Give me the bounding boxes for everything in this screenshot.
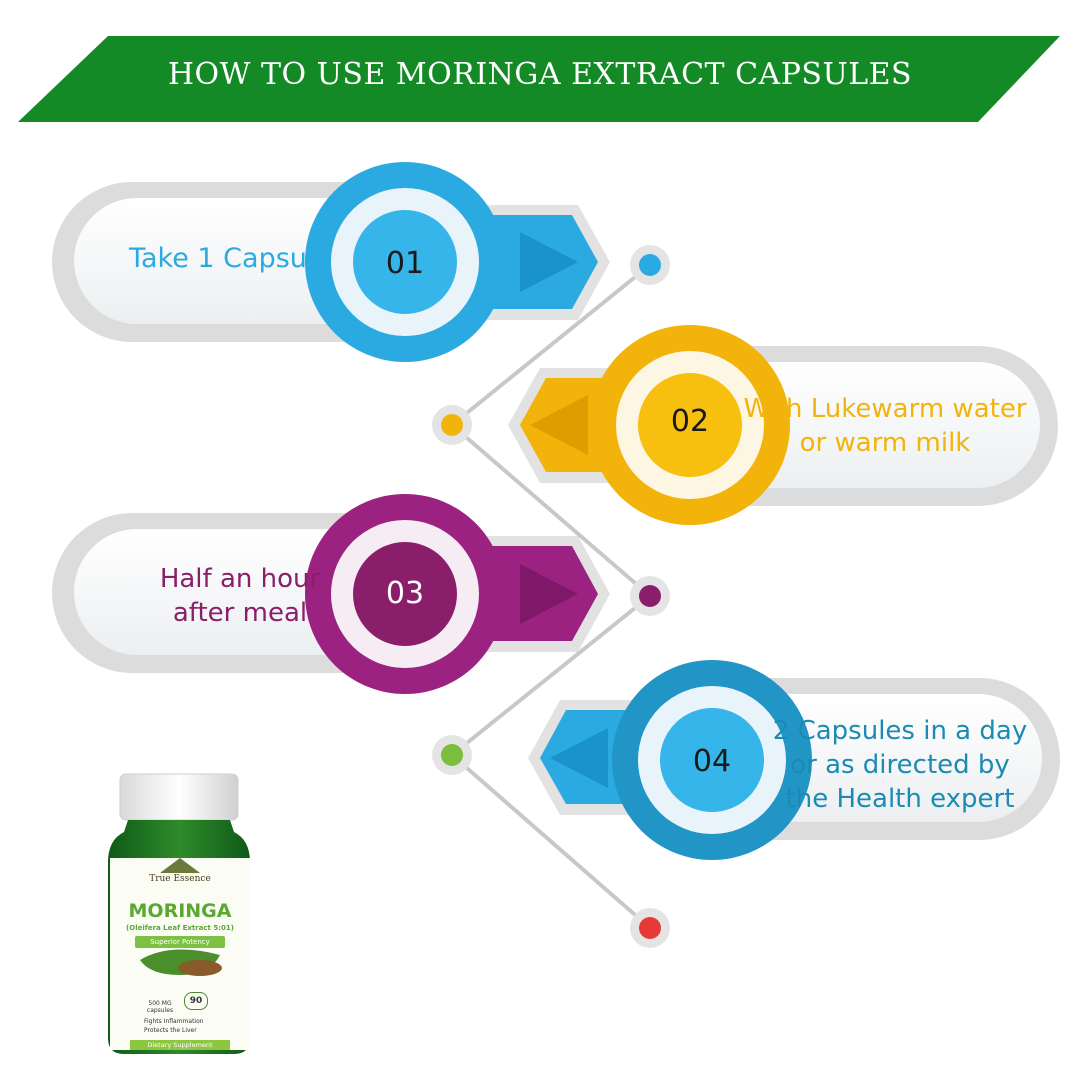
- dietary-supplement-label: Dietary Supplement: [130, 1040, 230, 1050]
- step-04-text-line: 2 Capsules in a day: [772, 716, 1028, 746]
- step-04-number: 04: [692, 744, 732, 779]
- brand-name: True Essence: [149, 874, 211, 884]
- step-02-text-line: or warm milk: [799, 428, 971, 458]
- product-subtitle: (Oleifera Leaf Extract 5:01): [126, 924, 234, 932]
- product-name: MORINGA: [128, 900, 232, 922]
- step-02: [508, 325, 1058, 525]
- dot-blue: [639, 254, 661, 276]
- benefit-item: Protects the Liver: [144, 1027, 197, 1034]
- title-banner: [18, 36, 1060, 122]
- step-04-text: 2 Capsules in a day or as directed by th…: [750, 714, 1050, 816]
- banner-shape: [18, 36, 1060, 122]
- dose-unit: capsules: [146, 1007, 174, 1014]
- step-03-text-line: after meal: [172, 598, 308, 628]
- step-04-text-line: or as directed by: [790, 750, 1010, 780]
- page-title: HOW TO USE MORINGA EXTRACT CAPSULES: [167, 57, 913, 92]
- step-03-text: Half an hour after meal: [110, 562, 370, 630]
- dot-green: [441, 744, 463, 766]
- step-03: [52, 494, 610, 694]
- dose-value: 500 MG: [148, 1000, 172, 1007]
- step-01-text: Take 1 Capsule: [128, 243, 332, 274]
- benefit-item: Fights Inflammation: [144, 1018, 204, 1025]
- dot-yellow: [441, 414, 463, 436]
- connector-lines: [450, 263, 652, 930]
- step-04-text-line: the Health expert: [785, 784, 1015, 814]
- step-02-text-line: With Lukewarm water: [743, 394, 1027, 424]
- step-03-number: 03: [385, 576, 425, 611]
- step-02-number: 02: [670, 404, 710, 439]
- step-04: [528, 660, 1060, 860]
- step-01: [52, 162, 610, 362]
- step-02-text: With Lukewarm water or warm milk: [730, 392, 1040, 460]
- capsule-count-badge: 90: [184, 992, 208, 1010]
- step-03-text-line: Half an hour: [159, 564, 321, 594]
- dot-purple: [639, 585, 661, 607]
- product-bottle: True Essence MORINGA (Oleifera Leaf Extr…: [100, 770, 260, 1060]
- dot-red: [639, 917, 661, 939]
- dose-label: 500 MG capsules: [130, 1000, 190, 1014]
- potency-badge: Superior Potency: [135, 936, 225, 948]
- connector-dots: [432, 245, 670, 948]
- step-01-number: 01: [385, 246, 425, 281]
